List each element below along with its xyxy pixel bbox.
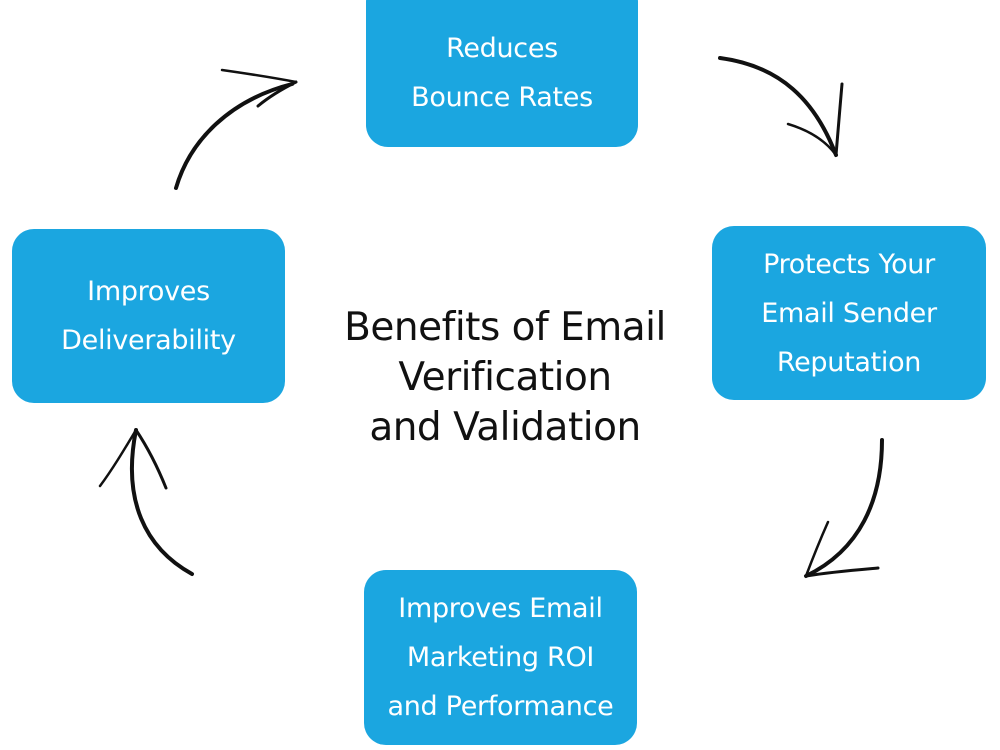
arrow-left-to-top xyxy=(174,68,298,190)
step-line: Protects Your xyxy=(763,248,935,280)
arrow-right-to-bottom xyxy=(804,438,884,578)
step-line: Reduces xyxy=(446,32,558,64)
diagram-title: Benefits of Email Verification and Valid… xyxy=(290,303,720,453)
title-line: Verification xyxy=(398,355,612,400)
step-protects-sender-reputation: Protects Your Email Sender Reputation xyxy=(712,226,986,400)
step-line: Deliverability xyxy=(61,325,236,356)
step-reduces-bounce-rates: Reduces Bounce Rates xyxy=(366,0,638,147)
step-line: Bounce Rates xyxy=(411,81,593,113)
arrow-bottom-to-left xyxy=(98,428,194,576)
step-line: Marketing ROI xyxy=(406,642,595,673)
title-line: Benefits of Email xyxy=(344,305,666,350)
step-line: Improves Email xyxy=(398,593,603,624)
title-line: and Validation xyxy=(369,405,641,450)
step-improves-deliverability: Improves Deliverability xyxy=(12,229,285,403)
arrow-top-to-right xyxy=(718,56,844,157)
step-line: Email Sender xyxy=(761,297,937,329)
step-line: and Performance xyxy=(387,691,614,722)
step-improves-marketing-roi: Improves Email Marketing ROI and Perform… xyxy=(364,570,637,745)
step-line: Reputation xyxy=(776,346,922,378)
step-line: Improves xyxy=(87,276,210,307)
